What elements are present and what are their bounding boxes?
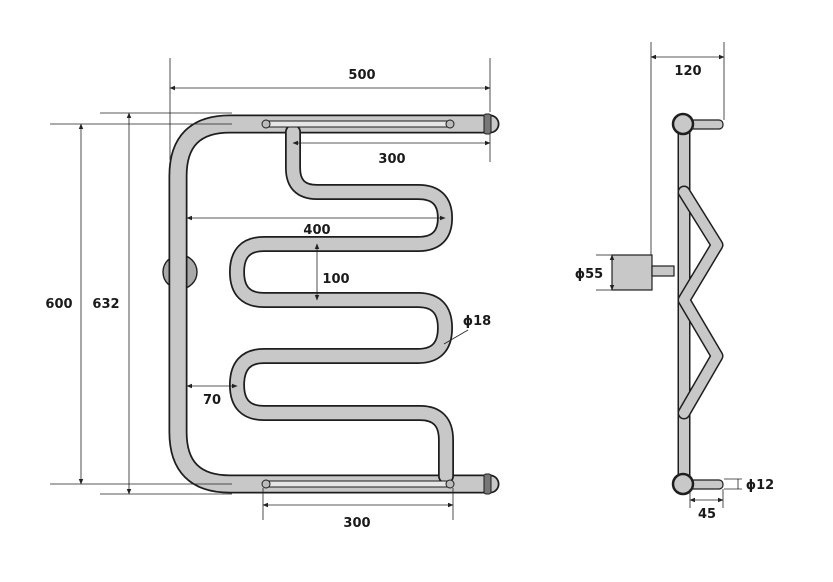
dim-height-total: 632 — [92, 112, 232, 495]
dim-coil-pitch-label: 100 — [322, 272, 349, 287]
side-view: 120 ϕ55 ϕ12 45 — [575, 42, 774, 522]
dim-top-bar: 300 — [292, 134, 491, 167]
dim-flange-diameter-label: ϕ55 — [575, 267, 603, 282]
dim-tube-diameter-label: ϕ18 — [463, 314, 491, 329]
side-wall-flange — [611, 254, 653, 291]
dim-coil-pitch: 100 — [314, 243, 350, 301]
dim-depth: 120 — [650, 42, 725, 255]
dim-flange-diameter: ϕ55 — [575, 254, 615, 291]
dim-width-total-label: 500 — [348, 68, 375, 83]
dim-coil-width: 400 — [186, 215, 446, 238]
dim-height-axis-label: 600 — [45, 297, 72, 312]
dim-bottom-bar-label: 300 — [343, 516, 370, 531]
dim-bracket-diameter-label: ϕ12 — [746, 478, 774, 493]
dim-depth-label: 120 — [674, 64, 701, 79]
bottom-towel-bar — [261, 479, 455, 489]
top-towel-bar — [261, 119, 455, 129]
dim-width-total: 500 — [169, 58, 491, 160]
side-coil-profile — [677, 185, 724, 420]
dim-tube-diameter: ϕ18 — [443, 314, 491, 345]
dim-height-axis: 600 — [45, 123, 232, 485]
side-brackets — [671, 112, 724, 496]
dim-bracket-length-label: 45 — [698, 507, 716, 522]
dim-wall-offset: 70 — [186, 383, 238, 408]
dim-height-total-label: 632 — [92, 297, 119, 312]
front-view: 500 300 300 600 632 — [45, 58, 500, 531]
dim-top-bar-label: 300 — [378, 152, 405, 167]
dim-bracket-diameter: ϕ12 — [724, 478, 774, 493]
dim-bracket-length: 45 — [689, 489, 724, 522]
bottom-end-cap — [483, 473, 492, 495]
dim-bottom-bar: 300 — [262, 488, 454, 531]
serpentine-coil — [229, 124, 454, 484]
top-end-cap — [483, 113, 492, 135]
dim-coil-width-label: 400 — [303, 223, 330, 238]
main-frame — [168, 113, 500, 495]
dim-wall-offset-label: 70 — [203, 393, 221, 408]
